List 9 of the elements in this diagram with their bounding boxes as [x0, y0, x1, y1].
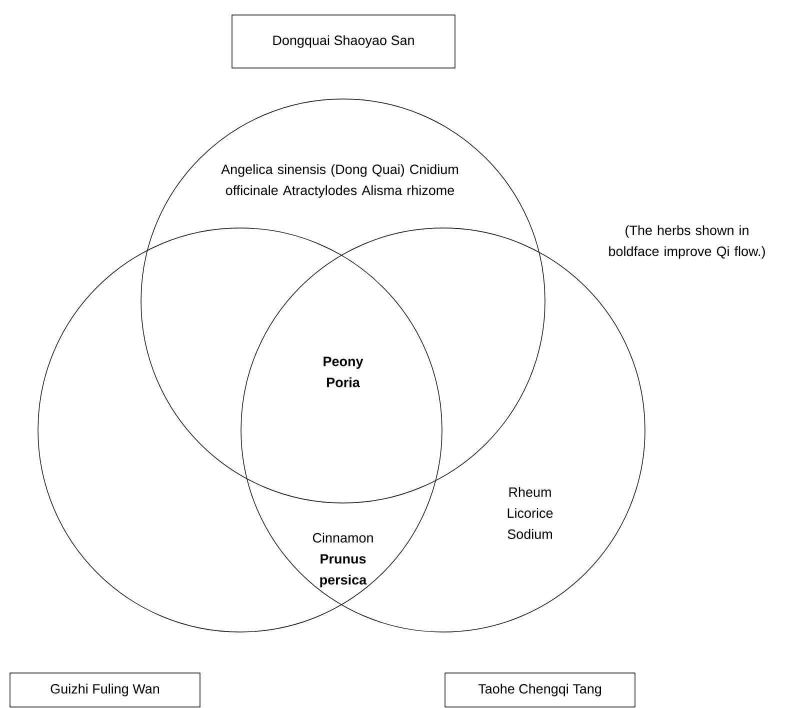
formula-box: Dongquai Shaoyao San: [232, 14, 456, 68]
herb-list: Cinnamon Prunus persica: [312, 532, 373, 588]
note-text: (The herbs shown in boldface improve Qi flow.): [609, 225, 765, 259]
herb-list: Peony Poria: [324, 356, 364, 388]
herb-list: Rheum Licorice Sodium: [508, 487, 553, 539]
formula-box: Guizhi Fuling Wan: [10, 672, 200, 708]
venn-circle: [38, 228, 442, 632]
herb-list: Angelica sinensis (Dong Quai) Cnidium officinale Atractylodes Alisma rhizome: [221, 164, 458, 198]
formula-box: Taohe Chengqi Tang: [444, 672, 636, 708]
